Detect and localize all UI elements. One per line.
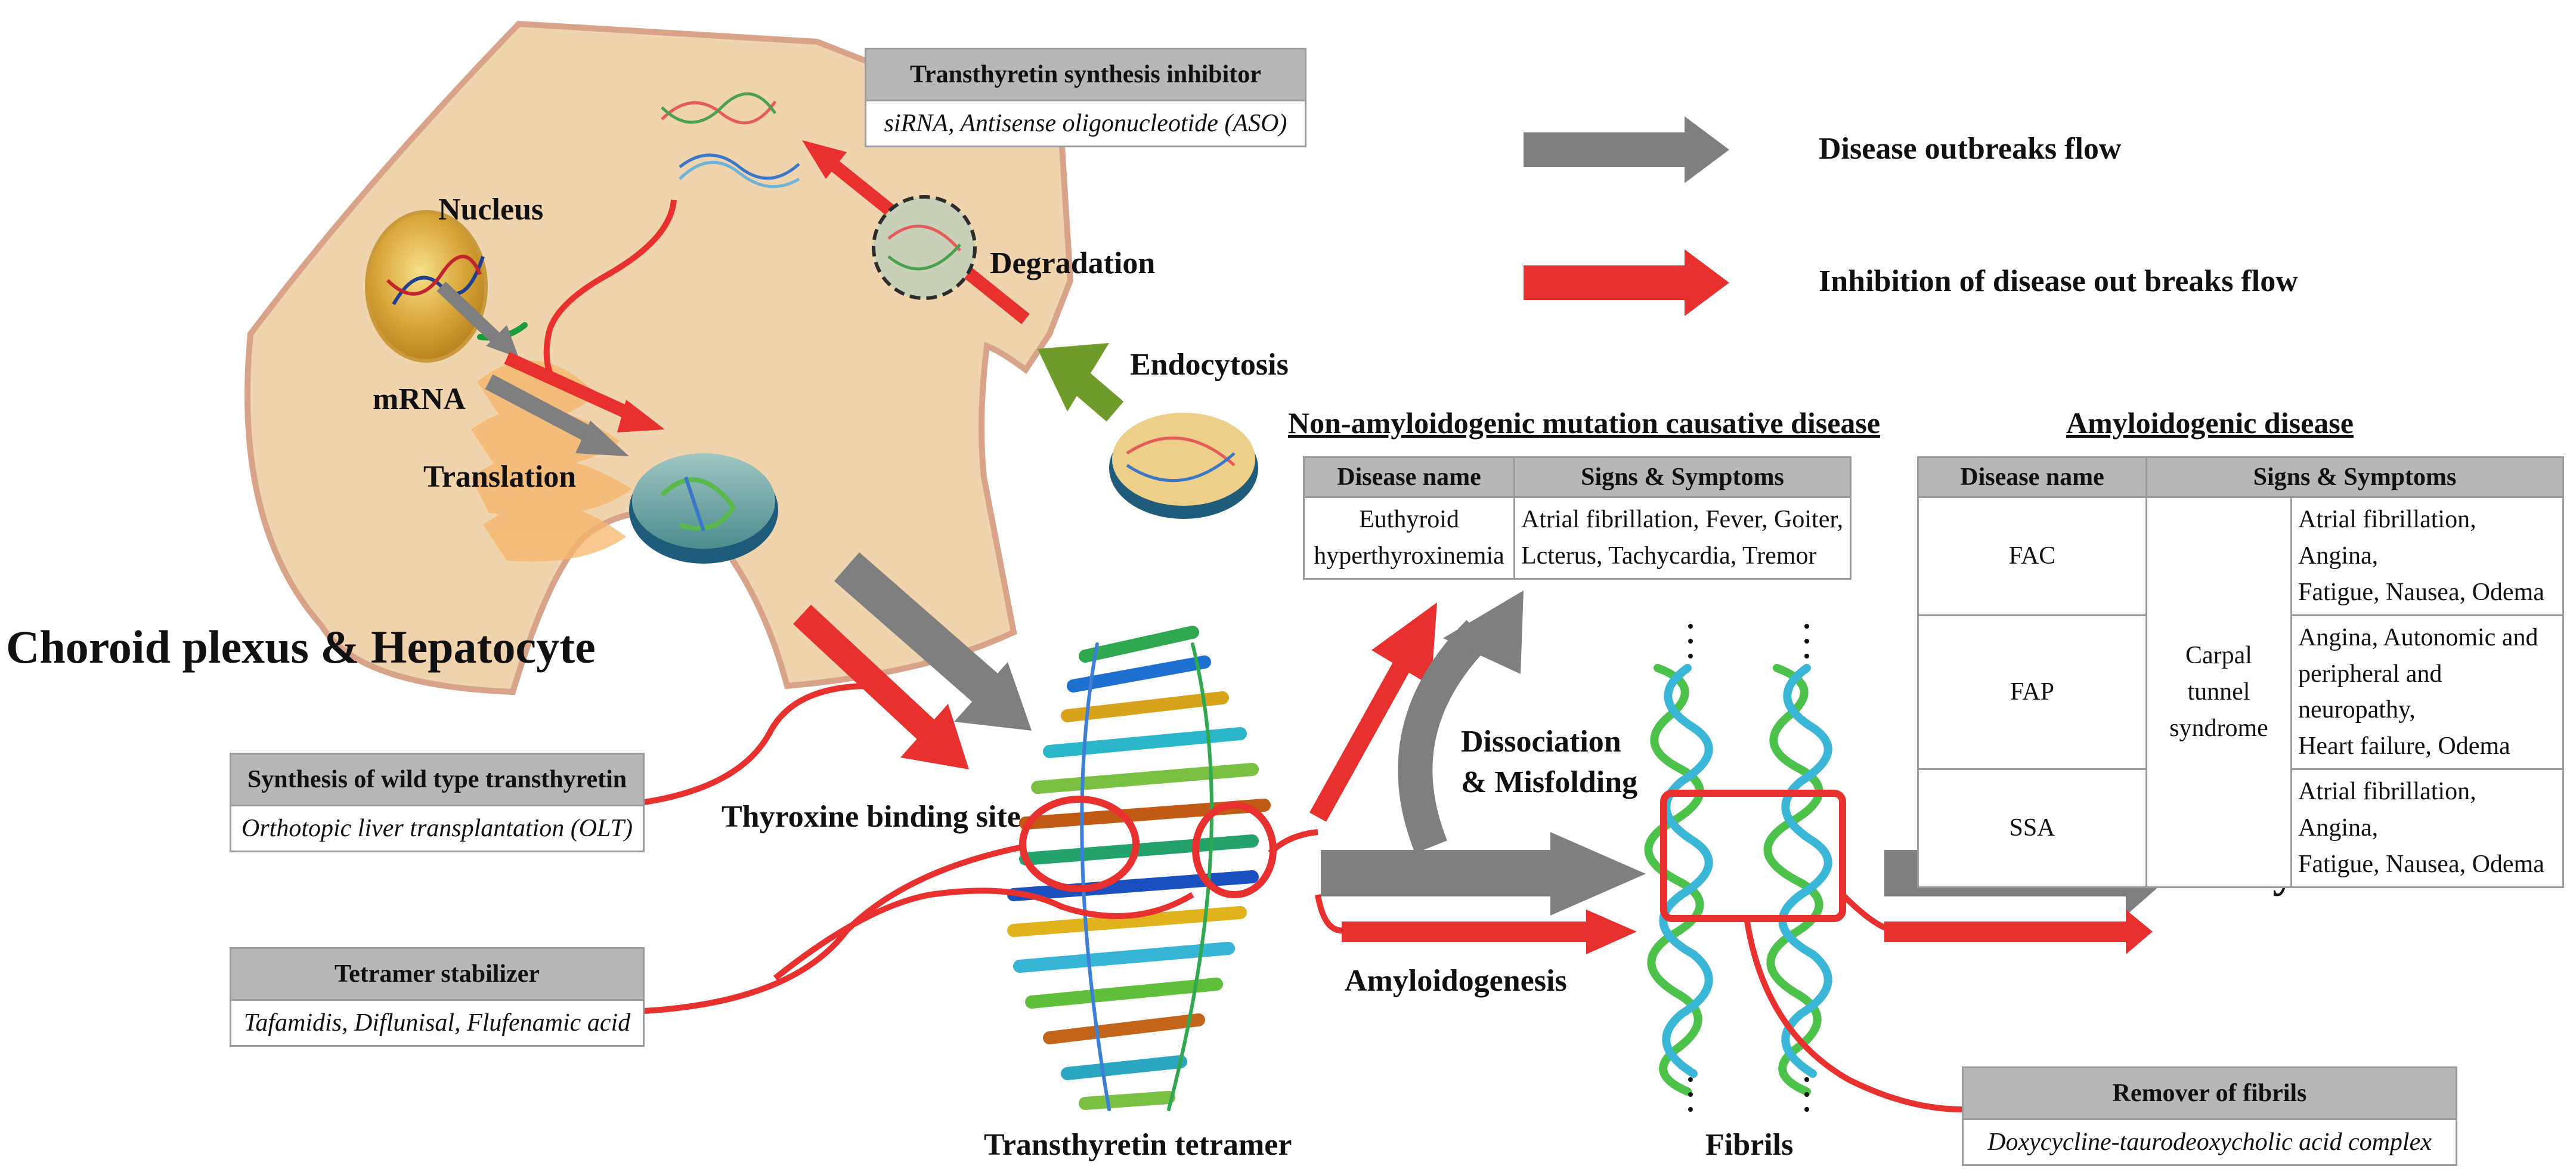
disease-name-cell: FAC	[1917, 496, 2147, 616]
legend-gray-arrow	[1524, 132, 1690, 167]
endocytosis-label: Endocytosis	[1130, 348, 1289, 382]
degradation-vesicle	[872, 195, 977, 300]
amyloid-table: Disease name Signs & Symptoms FAC Carpal…	[1917, 456, 2564, 888]
table-row: FAC Carpal tunnel syndrome Atrial fibril…	[1917, 496, 2564, 888]
synthesis-inhibitor-body: siRNA, Antisense oligonucleotide (ASO)	[884, 110, 1287, 137]
amyloidogenesis-label: Amyloidogenesis	[1345, 964, 1567, 998]
binding-site-left	[1019, 796, 1140, 892]
nucleus-label: Nucleus	[438, 193, 544, 227]
column-header: Signs & Symptoms	[1513, 456, 1852, 498]
fibril-columns	[1644, 664, 1832, 1096]
symptoms-cell: Atrial fibrillation, Angina, Fatigue, Na…	[2290, 496, 2564, 616]
fibrils-label: Fibrils	[1705, 1128, 1794, 1162]
wild-type-title: Synthesis of wild type transthyretin	[231, 755, 643, 806]
wild-type-box: Synthesis of wild type transthyretin Ort…	[230, 753, 645, 852]
red-arrow-to-nonamyloid	[1309, 651, 1416, 822]
fibril-remover-body: Doxycycline-taurodeoxycholic acid comple…	[1987, 1128, 2432, 1156]
red-arrow-cell-to-tetramer	[793, 604, 939, 744]
translation-label: Translation	[423, 460, 577, 494]
synthesis-inhibitor-box: Transthyretin synthesis inhibitor siRNA,…	[865, 48, 1306, 147]
legend-gray-label: Disease outbreaks flow	[1819, 132, 2122, 166]
shared-symptom-cell: Carpal tunnel syndrome	[2145, 496, 2292, 888]
stabilizer-body: Tafamidis, Diflunisal, Flufenamic acid	[243, 1009, 631, 1037]
degradation-label: Degradation	[990, 246, 1156, 280]
non-amyloid-table: Disease name Signs & Symptoms Euthyroid …	[1303, 456, 1852, 580]
fibril-remover-title: Remover of fibrils	[1964, 1068, 2456, 1120]
gray-arrow-mrna-to-ribosome	[485, 374, 600, 446]
mrna-label: mRNA	[373, 382, 466, 416]
legend-red-label: Inhibition of disease out breaks flow	[1819, 264, 2298, 298]
red-line-wildtype	[643, 683, 871, 805]
table-row: SSA Atrial fibrillation, Angina, Fatigue…	[1917, 768, 2564, 888]
fibril-dots	[1688, 624, 1809, 1112]
table-row: FAP Angina, Autonomic and peripheral and…	[1917, 614, 2564, 771]
cell-title: Choroid plexus & Hepatocyte	[6, 621, 596, 673]
disease-name-cell: Euthyroid hyperthyroxinemia	[1303, 496, 1515, 580]
column-header: Disease name	[1303, 456, 1515, 498]
red-line-inhibitor-to-translation	[543, 199, 677, 384]
column-header: Disease name	[1917, 456, 2147, 498]
disease-name-cell: SSA	[1917, 768, 2147, 888]
table-row: Euthyroid hyperthyroxinemia Atrial fibri…	[1303, 496, 1852, 580]
column-header: Signs & Symptoms	[2145, 456, 2564, 498]
symptoms-cell: Atrial fibrillation, Angina, Fatigue, Na…	[2290, 768, 2564, 888]
red-line-fibril-remover	[1744, 921, 1962, 1112]
symptoms-cell: Atrial fibrillation, Fever, Goiter, Lcte…	[1513, 496, 1852, 580]
gray-arrow-cell-to-tetramer	[834, 552, 1003, 707]
legend-red-arrow	[1524, 265, 1690, 300]
red-arrow-translation-inhibition	[504, 351, 641, 424]
red-arrow-to-amyloidosis	[1884, 922, 2135, 942]
red-line-stabilizer	[643, 844, 1024, 1014]
fibril-highlight-box	[1660, 790, 1846, 922]
stabilizer-box: Tetramer stabilizer Tafamidis, Diflunisa…	[230, 947, 645, 1047]
wild-type-body: Orthotopic liver transplantation (OLT)	[241, 815, 633, 842]
dna-helix-top	[661, 92, 800, 188]
gray-arrow-to-fibrils	[1321, 850, 1559, 896]
disease-name-cell: FAP	[1917, 614, 2147, 771]
symptoms-cell: Angina, Autonomic and peripheral and neu…	[2290, 614, 2564, 771]
amyloid-heading: Amyloidogenic disease	[2066, 406, 2354, 440]
transthyretin-tetramer	[1007, 626, 1271, 1111]
fibril-remover-box: Remover of fibrils Doxycycline-taurodeox…	[1962, 1066, 2457, 1166]
stabilizer-title: Tetramer stabilizer	[231, 949, 643, 1001]
tetramer-label: Transthyretin tetramer	[984, 1128, 1292, 1162]
red-arrow-amyloidogenesis	[1342, 922, 1592, 942]
non-amyloid-heading: Non-amyloidogenic mutation causative dis…	[1288, 406, 1881, 440]
nucleus-shape	[365, 210, 488, 363]
thyroxine-site-label: Thyroxine binding site	[722, 800, 1021, 834]
dissociation-label: Dissociation & Misfolding	[1461, 725, 1638, 799]
gray-arrow-nucleus-to-mrna	[436, 282, 503, 345]
gray-arrow-dissociation	[1398, 620, 1491, 854]
synthesis-inhibitor-title: Transthyretin synthesis inhibitor	[866, 50, 1305, 101]
